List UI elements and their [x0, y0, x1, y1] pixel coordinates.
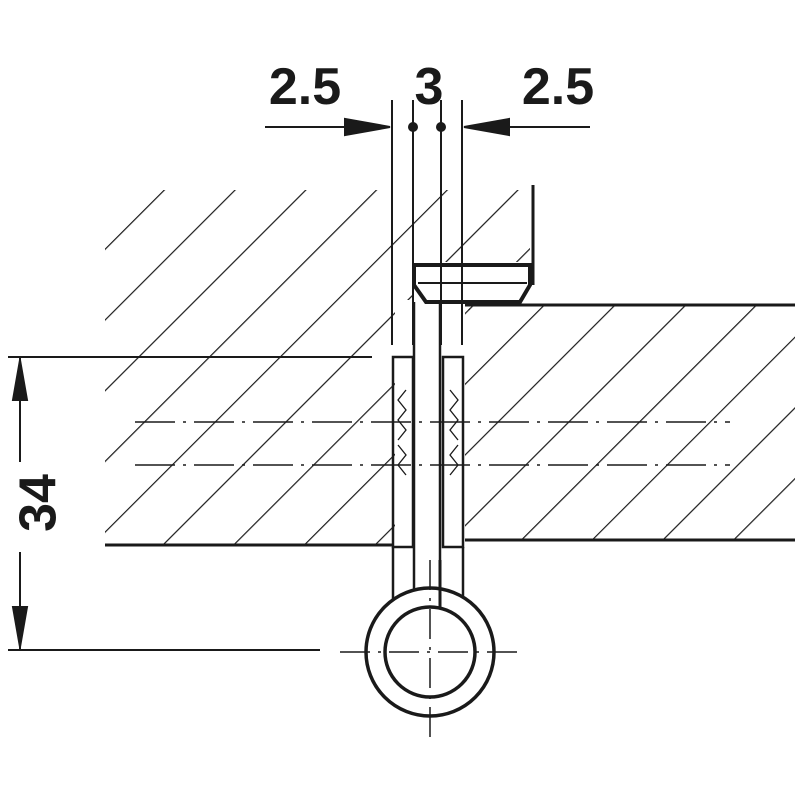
pin-head: [412, 263, 532, 304]
left-gap-label: 2.5: [269, 58, 341, 116]
height-arrow-top: [11, 359, 29, 401]
left-gap-arrow: [344, 117, 391, 137]
right-gap-arrow: [463, 117, 510, 137]
right-gap-label: 2.5: [522, 58, 594, 116]
pin-dim-dot-right: [436, 122, 446, 132]
outlines: [105, 185, 795, 547]
top-dimensions: [265, 100, 590, 345]
height-dimension-label: 34: [10, 474, 68, 532]
height-arrow-bottom: [11, 606, 29, 648]
pin-dim-dot-left: [408, 122, 418, 132]
knurl-lines: [397, 389, 459, 476]
pin-diameter-label: 3: [415, 58, 444, 116]
center-lines: [135, 421, 730, 740]
left-leaf-hatching: [105, 190, 395, 545]
